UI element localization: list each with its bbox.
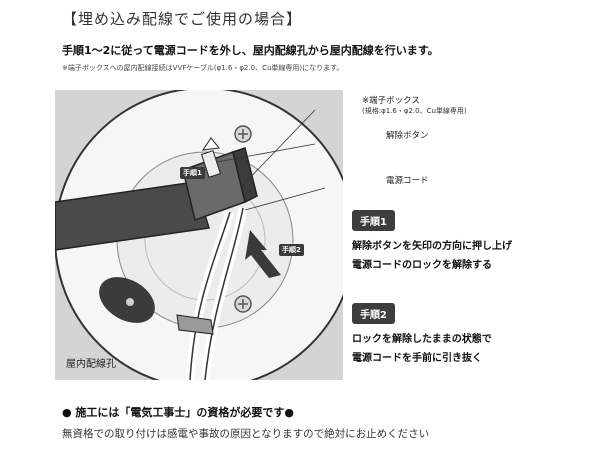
section-title: 【埋め込み配線でご使用の場合】 [62,10,303,28]
power-cord-label: 電源コード [386,176,429,186]
step2-badge: 手順2 [352,303,395,324]
qualification-warning: ● 施工には「電気工事士」の資格が必要です● [62,406,295,419]
step2-text: ロックを解除したままの状態で 電源コードを手前に引き抜く [352,330,492,368]
terminal-box-label: ※端子ボックス [362,96,420,106]
push-up-arrow-icon [201,137,220,151]
terminal-box-spec: (規格:φ1.6・φ2.0、Cu単線専用) [362,106,467,115]
step1-line2: 電源コードのロックを解除する [352,260,492,271]
step2-line1: ロックを解除したままの状態で [352,334,492,345]
figure-step2-tag: 手順2 [279,244,304,256]
figure-step1-tag: 手順1 [180,167,205,179]
release-button [200,150,222,178]
indoor-wiring-hole-label: 屋内配線孔 [66,359,116,370]
connector-arm [55,181,210,251]
step1-badge: 手順1 [352,210,395,231]
cord-clamp [176,314,214,335]
release-button-label: 解除ボタン [386,131,429,141]
instruction-text: 手順1～2に従って電源コードを外し、屋内配線孔から屋内配線を行います。 [62,44,439,57]
step1-text: 解除ボタンを矢印の方向に押し上げ 電源コードのロックを解除する [352,237,512,275]
wiring-illustration: 手順1 手順2 [55,90,343,380]
safety-disclaimer: 無資格での取り付けは感電や事故の原因となりますので絶対にお止めください [62,428,430,440]
step2-line2: 電源コードを手前に引き抜く [352,353,482,364]
illustration-drawing [55,90,343,380]
wiring-note: ※端子ボックスへの屋内配線接続はVVFケーブル(φ1.6・φ2.0、Cu単線専用… [62,64,344,72]
step1-line1: 解除ボタンを矢印の方向に押し上げ [352,241,512,252]
terminal-box-callout: ※端子ボックス (規格:φ1.6・φ2.0、Cu単線専用) [362,96,467,115]
pull-direction-arrow-icon [245,230,281,278]
